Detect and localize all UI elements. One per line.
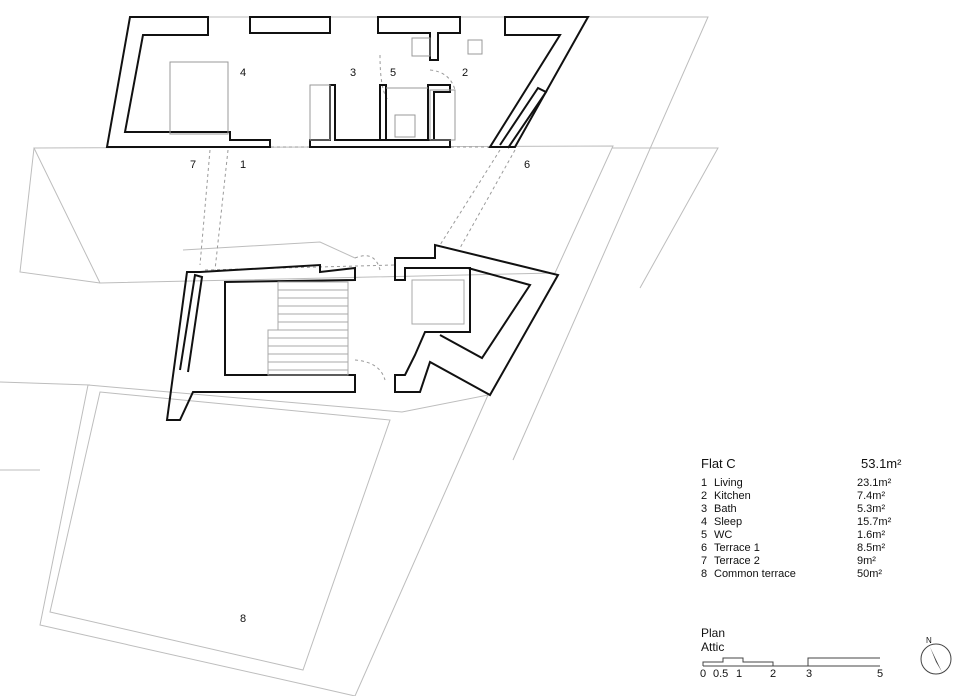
terrace-outline-right xyxy=(612,147,719,289)
scale-bar xyxy=(702,657,880,667)
upper-outer-wall xyxy=(105,16,271,148)
legend-row: 1 Living 23.1m² xyxy=(701,477,941,490)
sink-outline xyxy=(411,37,431,57)
upper-top-wall-c xyxy=(488,16,590,148)
left-edge-outline xyxy=(0,381,91,471)
legend-row-num: 6 xyxy=(701,542,708,554)
legend-row-name: WC xyxy=(714,529,733,541)
plan-title: Plan Attic xyxy=(701,626,725,654)
legend-rows: 1 Living 23.1m² 2 Kitchen 7.4m² 3 Bath 5.3m² 4 Sle… xyxy=(701,477,941,581)
lift-shaft xyxy=(411,279,465,325)
room-labels: 1 2 3 4 5 6 7 8 xyxy=(190,67,530,625)
scale-tick-1: 1 xyxy=(736,668,743,680)
north-needle-icon xyxy=(930,647,942,672)
legend-row-area: 7.4m² xyxy=(857,490,886,502)
legend-row: 3 Bath 5.3m² xyxy=(701,503,941,516)
upper-top-wall-a xyxy=(249,16,331,34)
room-label-common: 8 xyxy=(240,613,246,625)
room-label-terrace1: 6 xyxy=(524,159,530,171)
counter-outline xyxy=(309,84,331,141)
legend-row-num: 2 xyxy=(701,490,708,502)
legend-flat-name: Flat C xyxy=(701,456,736,471)
kitchen-unit xyxy=(429,89,456,141)
upper-partition-c xyxy=(427,84,451,141)
legend-row-area: 23.1m² xyxy=(857,477,892,489)
legend-row-num: 7 xyxy=(701,555,708,567)
legend-row-name: Terrace 2 xyxy=(714,555,760,567)
upper-walls xyxy=(105,16,590,149)
legend-flat-total: 53.1m² xyxy=(861,456,902,471)
lower-core-wall xyxy=(394,243,560,397)
legend-row: 8 Common terrace 50m² xyxy=(701,568,941,581)
scale-tick-5: 5 xyxy=(877,668,884,680)
legend-row-area: 5.3m² xyxy=(857,503,886,515)
legend-row: 5 WC 1.6m² xyxy=(701,529,941,542)
plan-title-line2: Attic xyxy=(701,640,725,654)
legend-row: 2 Kitchen 7.4m² xyxy=(701,490,941,503)
shower-outline xyxy=(394,114,416,138)
legend-row-name: Kitchen xyxy=(714,490,751,502)
lower-window-rail xyxy=(179,273,204,373)
legend-row-num: 1 xyxy=(701,477,708,489)
stair-flight-lower xyxy=(267,329,349,376)
room-label-wc: 5 xyxy=(390,67,396,79)
legend-header: Flat C 53.1m² xyxy=(701,456,941,471)
legend-row-num: 3 xyxy=(701,503,708,515)
legend-row-area: 9m² xyxy=(857,555,876,567)
cooker-outline xyxy=(467,39,483,55)
legend-row: 7 Terrace 2 9m² xyxy=(701,555,941,568)
legend-row-num: 4 xyxy=(701,516,708,528)
lower-outer-wall-left xyxy=(165,263,356,421)
legend-row-area: 8.5m² xyxy=(857,542,886,554)
north-arrow xyxy=(920,643,952,675)
site-outlines xyxy=(0,16,719,696)
legend-row: 4 Sleep 15.7m² xyxy=(701,516,941,529)
lower-walls xyxy=(165,243,560,421)
scale-tick-0: 0 xyxy=(700,668,707,680)
stair-and-lift xyxy=(267,279,465,376)
legend-row-name: Sleep xyxy=(714,516,743,528)
upper-top-wall-b xyxy=(377,16,461,61)
common-terrace-outline xyxy=(39,384,489,696)
scale-tick-2: 2 xyxy=(770,668,777,680)
mid-outline xyxy=(182,241,356,259)
plan-title-line1: Plan xyxy=(701,626,726,640)
upper-fixtures xyxy=(169,37,483,141)
roof-outline-top xyxy=(130,16,709,461)
upper-partition-b xyxy=(379,84,387,141)
area-legend: Flat C 53.1m² 1 Living 23.1m² 2 Kitchen 7.4m²… xyxy=(701,456,941,581)
room-label-kitchen: 2 xyxy=(462,67,468,79)
legend-row-area: 1.6m² xyxy=(857,529,886,541)
legend-row: 6 Terrace 1 8.5m² xyxy=(701,542,941,555)
common-terrace-inner xyxy=(49,391,391,671)
room-label-sleep: 4 xyxy=(240,67,246,79)
room-label-living: 1 xyxy=(240,159,246,171)
legend-row-area: 15.7m² xyxy=(857,516,892,528)
legend-row-name: Common terrace xyxy=(714,568,796,580)
bed-outline xyxy=(169,61,229,135)
legend-row-num: 5 xyxy=(701,529,708,541)
terrace-outline-left xyxy=(19,147,101,284)
legend-row-name: Living xyxy=(714,477,743,489)
upper-window-rail xyxy=(499,86,548,149)
legend-row-name: Bath xyxy=(714,503,737,515)
north-label: N xyxy=(926,636,932,645)
lower-core-inner xyxy=(439,267,532,360)
scale-tick-3: 3 xyxy=(806,668,813,680)
room-label-terrace2: 7 xyxy=(190,159,196,171)
scale-tick-0-5: 0.5 xyxy=(713,668,729,680)
legend-row-area: 50m² xyxy=(857,568,883,580)
room-label-bath: 3 xyxy=(350,67,356,79)
legend-row-name: Terrace 1 xyxy=(714,542,760,554)
legend-row-num: 8 xyxy=(701,568,708,580)
